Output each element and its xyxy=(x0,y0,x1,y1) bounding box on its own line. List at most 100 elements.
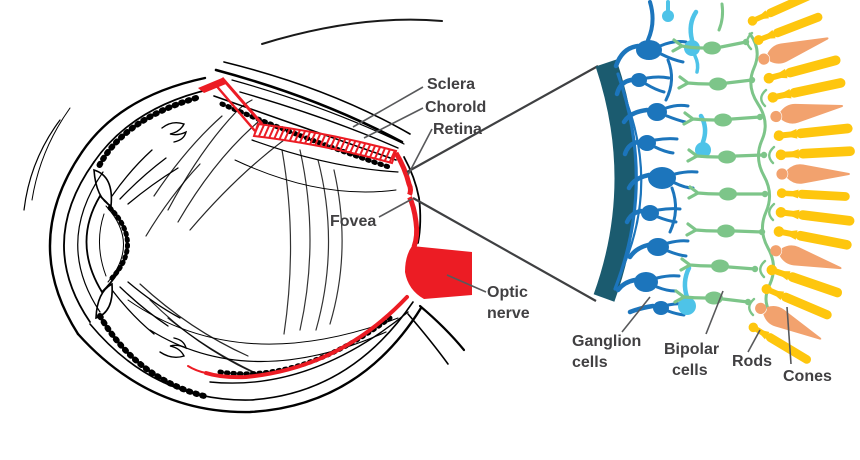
label-rods: Rods xyxy=(732,353,772,370)
ganglion-axon xyxy=(624,208,644,225)
amacrine-stalk xyxy=(682,265,692,300)
sketch-line xyxy=(153,115,223,197)
retina-magnified xyxy=(593,0,856,366)
ganglion-dendrite xyxy=(653,137,679,155)
hatch-ticks xyxy=(95,95,199,171)
bipolar-dendrite xyxy=(682,111,716,126)
ganglion-dendrite xyxy=(664,103,690,124)
sketch-line xyxy=(281,149,292,335)
bipolar-soma xyxy=(703,41,721,55)
ganglion-axon xyxy=(615,277,638,293)
sketch-arc xyxy=(251,139,399,173)
eye-line-art xyxy=(23,18,466,414)
magnifier-line-bottom xyxy=(412,197,597,302)
anterior-chamber xyxy=(77,171,104,313)
sketch-line xyxy=(315,159,330,331)
bipolar-terminal xyxy=(761,190,769,198)
zonule-fiber xyxy=(127,281,181,319)
amacrine-soma xyxy=(695,142,711,158)
eye-red-highlights xyxy=(187,77,472,380)
ganglion-dendrite xyxy=(658,40,688,64)
optic-nerve-sheath xyxy=(418,304,466,352)
nerve-fiber-crescent xyxy=(593,59,637,302)
ganglion-dendrite xyxy=(656,207,682,224)
sketch-line xyxy=(139,283,249,357)
sketch-arc xyxy=(31,107,71,201)
magnification-lines xyxy=(406,65,599,302)
sketch-arc xyxy=(234,159,397,193)
cone-shape xyxy=(776,164,850,184)
rod-shape xyxy=(775,206,856,227)
amacrine-stalk xyxy=(698,113,708,145)
label-sclera: Sclera xyxy=(427,76,475,93)
zonule-fiber xyxy=(119,286,169,327)
hatch-ticks xyxy=(97,313,207,399)
eye-wall-right xyxy=(403,156,422,244)
ganglion-axon xyxy=(613,43,641,69)
label-choroid: Chorold xyxy=(425,99,486,116)
ganglion-soma xyxy=(648,167,676,189)
leader-line-retina xyxy=(407,128,433,176)
bipolar-soma xyxy=(714,113,732,127)
ganglion-dendrite xyxy=(664,58,673,102)
sclera-outline-top-right-inner xyxy=(223,61,411,135)
lens-hatch xyxy=(98,213,107,277)
rod-shape xyxy=(776,188,850,202)
magnifier-line-top xyxy=(406,65,599,173)
fovea-notch xyxy=(401,191,412,201)
sketch-line xyxy=(329,169,343,325)
leader-line-ganglion xyxy=(621,296,651,333)
ganglion-dendrite xyxy=(644,75,671,94)
lens-front xyxy=(85,195,103,293)
bipolar-terminal xyxy=(748,76,756,84)
sketch-line xyxy=(167,99,253,211)
bipolar-dendrite xyxy=(671,38,705,53)
bipolar-dendrite xyxy=(677,75,711,90)
ganglion-soma xyxy=(631,73,647,87)
sketch-line xyxy=(299,149,311,331)
leader-line-rods xyxy=(747,329,761,353)
ganglion-soma xyxy=(647,103,667,121)
bipolar-dendrite xyxy=(673,289,707,304)
amacrine-process xyxy=(693,54,700,74)
label-bipolar-line2: cells xyxy=(672,362,708,379)
label-fovea: Fovea xyxy=(330,213,376,230)
retina-cut-tip xyxy=(198,78,226,93)
ganglion-dendrite xyxy=(673,170,699,190)
ganglion-cells-group xyxy=(613,0,699,317)
leader-line-choroid xyxy=(363,107,424,139)
sclera-outline-bottom-inner xyxy=(89,301,414,401)
sketch-line xyxy=(145,163,201,237)
bipolar-soma xyxy=(719,187,737,201)
ganglion-axon xyxy=(621,107,650,125)
bipolar-terminal xyxy=(756,113,764,121)
bipolar-soma xyxy=(711,259,729,273)
bipolar-process xyxy=(717,2,725,32)
cone-shape xyxy=(768,96,845,128)
label-optic-nerve-line2: nerve xyxy=(487,305,530,322)
amacrine-soma xyxy=(662,10,674,22)
photoreceptors-group xyxy=(746,0,856,366)
ganglion-dendrite xyxy=(666,239,690,258)
label-retina: Retina xyxy=(433,121,482,138)
leader-line-sclera xyxy=(352,86,424,128)
leader-line-cones xyxy=(786,306,792,365)
optic-nerve-sheath-inner xyxy=(407,313,449,365)
sketch-arc-top xyxy=(261,18,443,45)
retina-cut-edge xyxy=(220,77,264,125)
sclera-outline-top-right xyxy=(214,68,404,144)
ganglion-soma xyxy=(634,272,658,292)
cornea-inner xyxy=(63,161,95,323)
ganglion-axon xyxy=(614,77,634,97)
zonule-fiber xyxy=(111,149,153,197)
sketch-arc xyxy=(209,311,409,384)
sclera-outline-top-left xyxy=(80,76,207,154)
zonule-fiber xyxy=(127,167,179,205)
rod-shape xyxy=(775,145,856,161)
ganglion-soma xyxy=(641,205,659,221)
ganglion-dendrite xyxy=(646,0,655,42)
ganglion-soma xyxy=(653,301,669,315)
label-cones: Cones xyxy=(783,368,832,385)
ganglion-axon xyxy=(626,172,652,191)
